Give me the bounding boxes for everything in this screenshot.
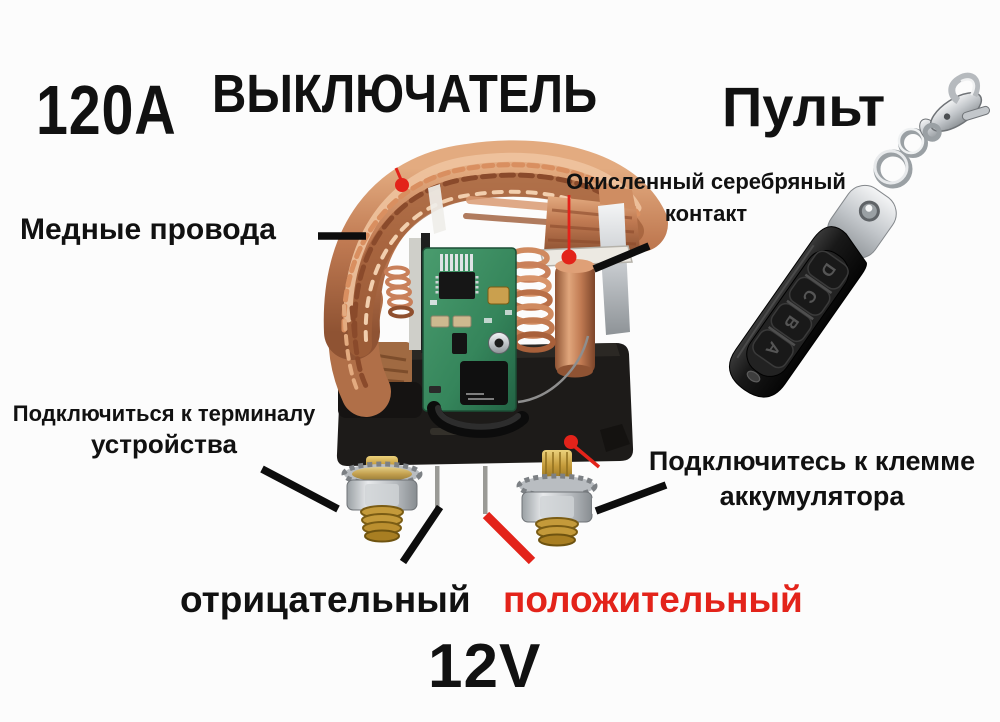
oxidized-contact-line2: контакт bbox=[664, 200, 748, 226]
crystal bbox=[487, 286, 510, 305]
metal-bracket-left bbox=[409, 238, 422, 350]
device-terminal-line1: Подключиться к терминалу bbox=[12, 401, 316, 426]
coil-spring-left bbox=[384, 265, 414, 319]
remote-title: Пульт bbox=[722, 75, 886, 138]
red-markers bbox=[394, 167, 601, 469]
ic-chip bbox=[439, 272, 475, 299]
battery-terminal-label: Подключитесь к клемме аккумулятора bbox=[628, 444, 996, 514]
device-terminal-line bbox=[260, 465, 340, 513]
voltage-label: 12V bbox=[428, 632, 542, 701]
front-wire bbox=[427, 401, 529, 438]
jumper-wire bbox=[517, 335, 590, 404]
negative-line bbox=[399, 504, 444, 565]
positive-line bbox=[482, 511, 536, 565]
lobster-clasp bbox=[922, 72, 991, 142]
metal-bracket-right bbox=[598, 203, 630, 335]
terminal-bolt-right bbox=[516, 450, 604, 547]
oxidized-contact-line bbox=[592, 242, 651, 273]
battery-terminal-line2: аккумулятора bbox=[719, 481, 905, 512]
pin-positive bbox=[483, 466, 488, 514]
pin-header bbox=[440, 254, 473, 271]
device-terminal-label: Подключиться к терминалу устройства bbox=[8, 400, 320, 460]
oxidized-contact-label: Окисленный серебряный контакт bbox=[556, 166, 856, 230]
copper-wires-label: Медные провода bbox=[20, 213, 276, 246]
marker-dot-braid bbox=[395, 178, 409, 192]
marker-dot-contact bbox=[561, 249, 577, 265]
device-terminal-line2: устройства bbox=[90, 428, 238, 459]
oxidized-contact-line1: Окисленный серебряный bbox=[566, 169, 846, 194]
keychain-clasp bbox=[873, 72, 991, 189]
amperage-label: 120A bbox=[36, 71, 177, 149]
fob-buttons: D C B A bbox=[749, 248, 851, 371]
fob-button-a[interactable] bbox=[749, 326, 796, 371]
pin-negative bbox=[435, 466, 440, 510]
battery-terminal-line bbox=[594, 481, 668, 515]
positive-label: положительный bbox=[503, 579, 803, 620]
terminal-bolt-left bbox=[341, 456, 423, 543]
callout-lines bbox=[260, 232, 668, 565]
fob-button-d[interactable] bbox=[804, 248, 851, 293]
remote-fob: D C B A bbox=[728, 184, 897, 398]
switch-title: ВЫКЛЮЧАТЕЛЬ bbox=[212, 64, 598, 124]
battery-terminal-line1: Подключитесь к клемме bbox=[648, 446, 976, 476]
copper-cylinder bbox=[555, 264, 595, 374]
pcb bbox=[422, 247, 517, 412]
negative-label: отрицательный bbox=[180, 579, 471, 620]
solder-glint bbox=[428, 184, 446, 234]
fob-led bbox=[746, 370, 761, 383]
